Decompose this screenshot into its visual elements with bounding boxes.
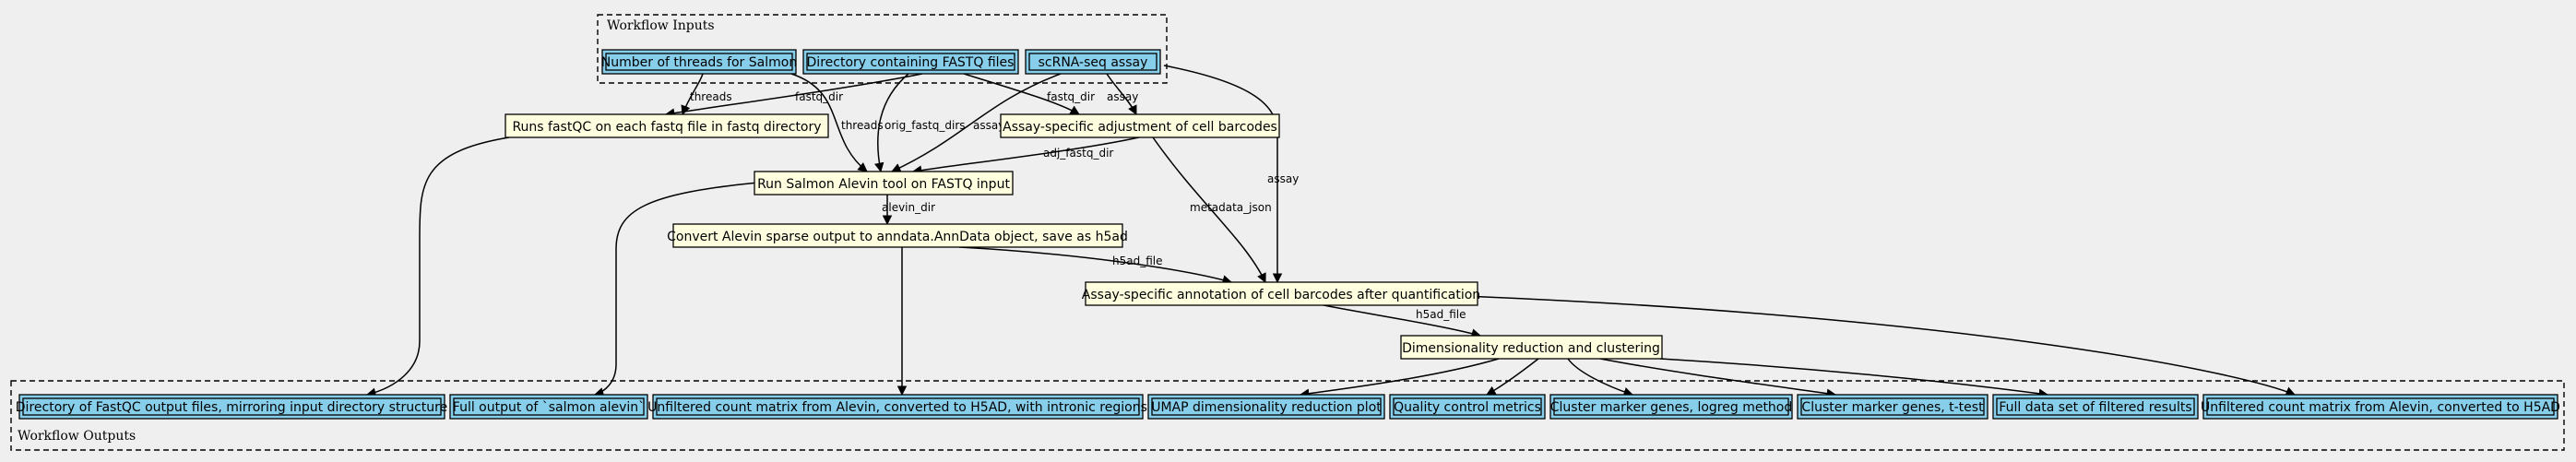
output-alevin-label: Full output of `salmon alevin`	[453, 400, 645, 415]
edge-label-adj-fastq-dir: adj_fastq_dir	[1043, 147, 1113, 160]
edge-labels: threads fastq_dir threads orig_fastq_dir…	[690, 90, 1466, 321]
output-qc-label: Quality control metrics	[1394, 400, 1541, 415]
output-umap-label: UMAP dimensionality reduction plot	[1151, 400, 1382, 415]
step-convert[interactable]: Convert Alevin sparse output to anndata.…	[667, 223, 1128, 248]
edge-dimred-logreg	[1567, 358, 1633, 397]
step-fastqc-label: Runs fastQC on each fastq file in fastq …	[512, 120, 821, 135]
output-h5ad-intronic[interactable]: Unfiltered count matrix from Alevin, con…	[647, 394, 1147, 420]
workflow-inputs-title: Workflow Inputs	[607, 18, 715, 33]
edge-fastqdir-fastqc	[664, 73, 923, 118]
edge-label-threads-alevin: threads	[841, 119, 884, 132]
output-logreg[interactable]: Cluster marker genes, logreg method	[1549, 394, 1793, 420]
step-dimred-label: Dimensionality reduction and clustering	[1402, 341, 1660, 356]
edge-annotate-dimred	[1318, 303, 1482, 338]
input-threads[interactable]: Number of threads for Salmon	[601, 49, 797, 75]
workflow-inputs-cluster: Workflow Inputs	[597, 14, 1168, 84]
edge-annotate-h5ad	[1438, 294, 2296, 397]
output-filtered-label: Full data set of filtered results	[1999, 400, 2191, 415]
edge-dimred-qc	[1486, 358, 1539, 396]
edge-fastqc-out	[365, 136, 510, 397]
edge-label-alevin-dir: alevin_dir	[882, 201, 935, 214]
step-adjust[interactable]: Assay-specific adjustment of cell barcod…	[1000, 113, 1280, 138]
edge-dimred-ttest	[1599, 358, 1837, 398]
step-annotate[interactable]: Assay-specific annotation of cell barcod…	[1082, 281, 1480, 306]
output-h5ad[interactable]: Unfiltered count matrix from Alevin, con…	[2201, 394, 2560, 420]
edge-label-assay-adjust: assay	[1107, 90, 1138, 103]
output-h5ad-intronic-label: Unfiltered count matrix from Alevin, con…	[647, 400, 1147, 415]
edge-threads-fastqc	[681, 73, 704, 115]
edge-label-h5ad-file-dimred: h5ad_file	[1416, 308, 1466, 321]
input-fastq-dir[interactable]: Directory containing FASTQ files	[802, 49, 1019, 75]
output-ttest-label: Cluster marker genes, t-test	[1801, 400, 1984, 415]
edge-label-fastqdir-fastqc: fastq_dir	[795, 90, 843, 103]
edge-dimred-filtered	[1659, 358, 2049, 398]
edge-label-assay-annotate: assay	[1267, 172, 1299, 185]
input-assay[interactable]: scRNA-seq assay	[1025, 49, 1161, 75]
output-h5ad-label: Unfiltered count matrix from Alevin, con…	[2201, 400, 2560, 415]
output-filtered[interactable]: Full data set of filtered results	[1992, 394, 2199, 420]
workflow-outputs-title: Workflow Outputs	[18, 429, 136, 444]
edge-fastqdir-adjust	[963, 73, 1080, 115]
edge-label-fastqdir-adjust: fastq_dir	[1047, 90, 1095, 103]
edge-convert-annotate	[958, 246, 1233, 285]
output-fastqc-dir[interactable]: Directory of FastQC output files, mirror…	[16, 394, 447, 420]
edge-adjust-alevin	[911, 136, 1140, 175]
input-assay-label: scRNA-seq assay	[1039, 55, 1148, 70]
workflow-outputs-cluster: Workflow Outputs	[10, 380, 2565, 451]
step-alevin-label: Run Salmon Alevin tool on FASTQ input	[757, 177, 1010, 192]
input-threads-label: Number of threads for Salmon	[601, 55, 797, 70]
step-alevin[interactable]: Run Salmon Alevin tool on FASTQ input	[754, 171, 1014, 195]
output-alevin[interactable]: Full output of `salmon alevin`	[449, 394, 648, 420]
edge-adjust-annotate	[1152, 136, 1266, 283]
edge-dimred-umap	[1299, 358, 1500, 398]
edge-label-h5ad-file-annotate: h5ad_file	[1112, 255, 1163, 267]
output-fastqc-dir-label: Directory of FastQC output files, mirror…	[16, 400, 447, 415]
output-umap[interactable]: UMAP dimensionality reduction plot	[1147, 394, 1385, 420]
edge-threads-alevin	[790, 73, 868, 172]
output-ttest[interactable]: Cluster marker genes, t-test	[1797, 394, 1988, 420]
output-qc[interactable]: Quality control metrics	[1389, 394, 1546, 420]
edge-label-threads-fastqc: threads	[690, 90, 732, 103]
step-dimred[interactable]: Dimensionality reduction and clustering	[1400, 335, 1663, 360]
input-fastq-dir-label: Directory containing FASTQ files	[807, 55, 1015, 70]
edge-assay-alevin	[891, 73, 1062, 172]
step-convert-label: Convert Alevin sparse output to anndata.…	[667, 230, 1128, 244]
step-fastqc[interactable]: Runs fastQC on each fastq file in fastq …	[505, 113, 829, 138]
edge-label-assay-alevin: assay	[973, 119, 1004, 132]
edge-alevin-out	[593, 182, 759, 397]
step-adjust-label: Assay-specific adjustment of cell barcod…	[1003, 120, 1277, 135]
edge-assay-adjust	[1106, 73, 1137, 115]
edge-fastqdir-alevin	[874, 73, 909, 173]
edge-label-orig-fastq-dirs: orig_fastq_dirs	[884, 119, 966, 132]
output-logreg-label: Cluster marker genes, logreg method	[1550, 400, 1793, 415]
edge-label-metadata-json: metadata_json	[1190, 201, 1272, 214]
step-annotate-label: Assay-specific annotation of cell barcod…	[1082, 288, 1480, 302]
